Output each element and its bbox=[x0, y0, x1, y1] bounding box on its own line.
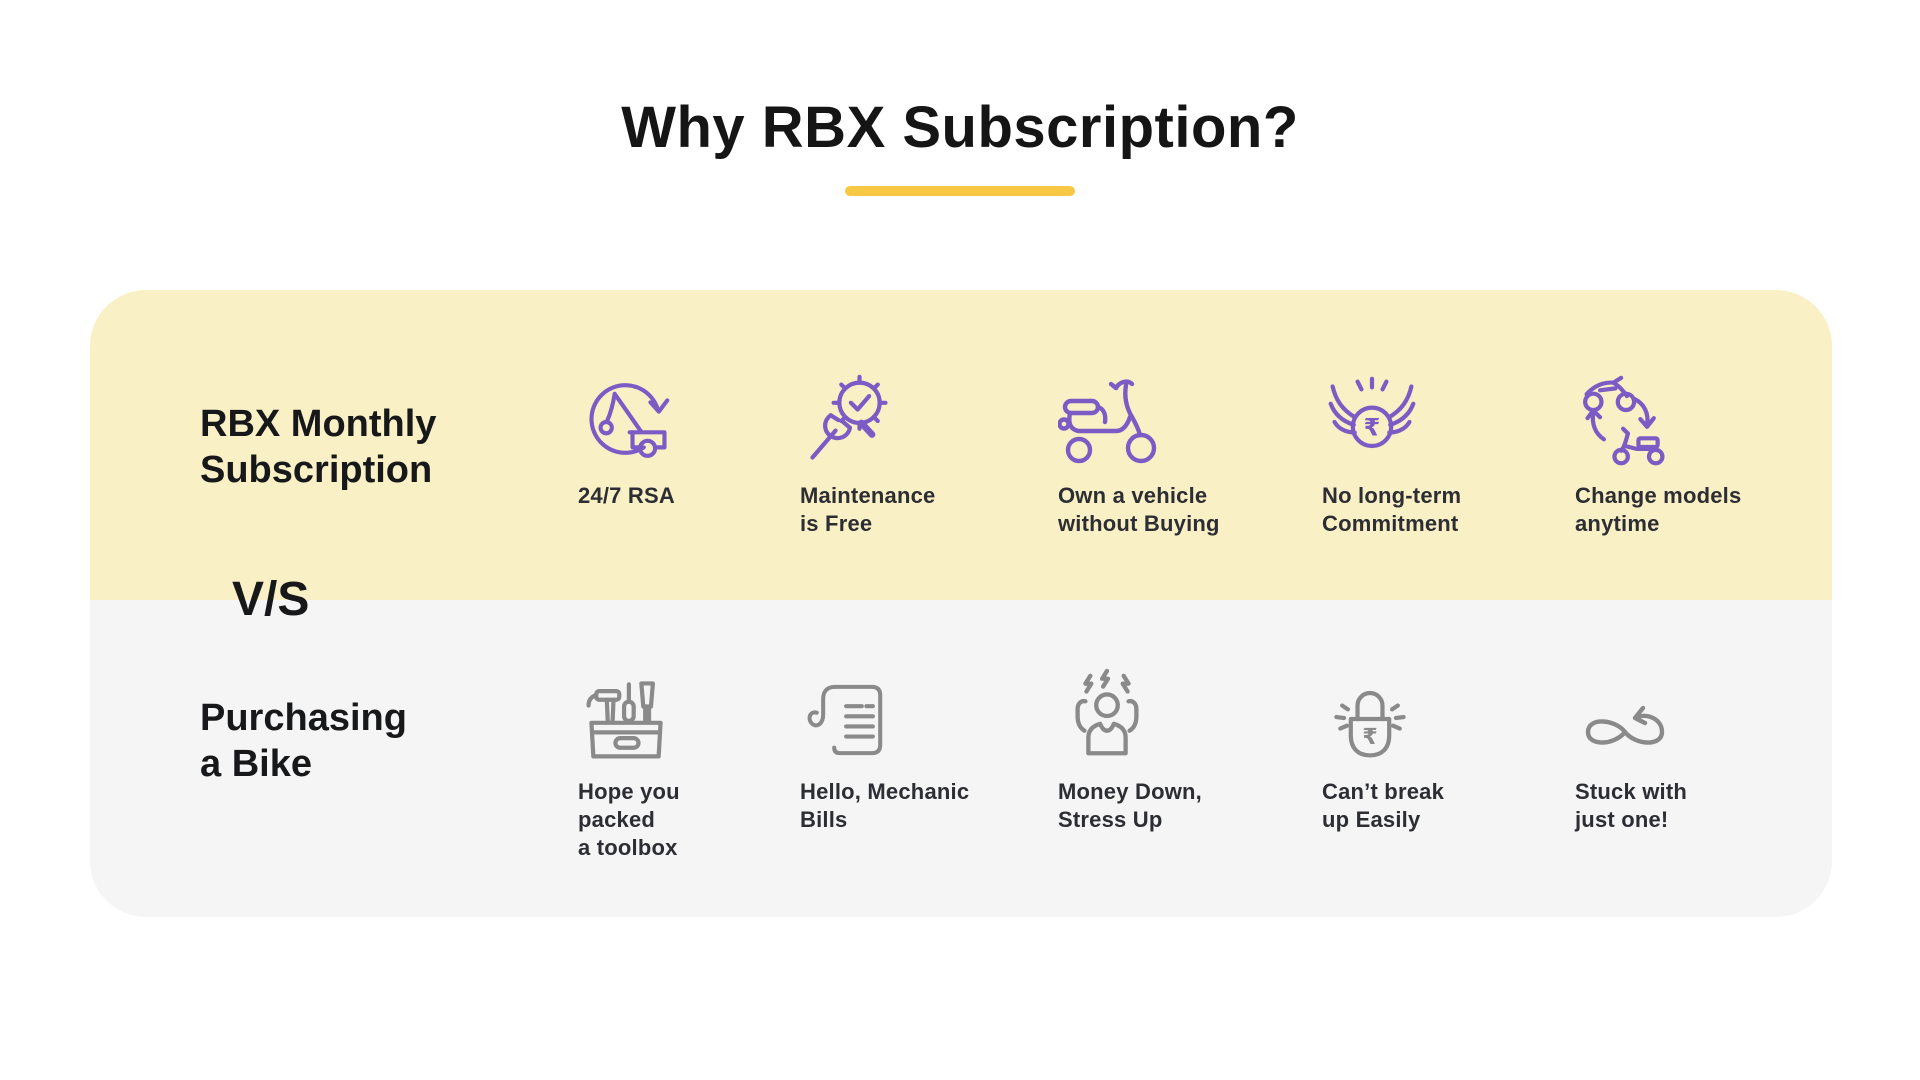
maintenance-wrench-gear-icon bbox=[800, 366, 1035, 470]
winged-rupee-icon: ₹ bbox=[1322, 366, 1557, 470]
drawback-label: Hello, Mechanic Bills bbox=[800, 779, 970, 833]
purchase-drawback-stress: Money Down, Stress Up bbox=[1058, 662, 1293, 834]
vs-label: V/S bbox=[232, 573, 310, 626]
subscription-benefit-change-models: Change models anytime bbox=[1575, 366, 1810, 538]
rupee-lock-icon: ₹ bbox=[1322, 662, 1557, 766]
model-exchange-icon bbox=[1575, 366, 1810, 470]
subscription-benefit-rsa: 24/7 RSA bbox=[578, 366, 813, 510]
purchase-drawback-bills: Hello, Mechanic Bills bbox=[800, 662, 1035, 834]
stressed-person-icon bbox=[1058, 662, 1293, 766]
subscription-row-label: RBX Monthly Subscription bbox=[200, 403, 437, 491]
subscription-benefit-maintenance: Maintenance is Free bbox=[800, 366, 1035, 538]
subscription-benefit-no-commitment: ₹ No long-term Commitment bbox=[1322, 366, 1557, 538]
infinity-loop-icon bbox=[1575, 662, 1810, 766]
benefit-label: Change models anytime bbox=[1575, 483, 1742, 537]
page-title: Why RBX Subscription? bbox=[621, 95, 1299, 160]
benefit-label: Maintenance is Free bbox=[800, 483, 936, 537]
toolbox-icon bbox=[578, 662, 813, 766]
purchase-drawback-toolbox: Hope you packed a toolbox bbox=[578, 662, 813, 862]
title-underline-accent bbox=[845, 186, 1075, 196]
purchase-row: Purchasing a Bike bbox=[90, 600, 1832, 917]
benefit-label: No long-term Commitment bbox=[1322, 483, 1462, 537]
benefit-label: Own a vehicle without Buying bbox=[1058, 483, 1220, 537]
comparison-card: RBX Monthly Subscription 24/7 RSA bbox=[90, 290, 1832, 917]
subscription-row: RBX Monthly Subscription 24/7 RSA bbox=[90, 290, 1832, 600]
subscription-benefit-own-vehicle: Own a vehicle without Buying bbox=[1058, 366, 1293, 538]
tow-truck-rsa-icon bbox=[578, 366, 813, 470]
drawback-label: Can’t break up Easily bbox=[1322, 779, 1445, 833]
drawback-label: Money Down, Stress Up bbox=[1058, 779, 1202, 833]
drawback-label: Stuck with just one! bbox=[1575, 779, 1688, 833]
purchase-drawback-stuck: Stuck with just one! bbox=[1575, 662, 1810, 834]
purchase-row-label: Purchasing a Bike bbox=[200, 697, 407, 785]
mechanic-bill-icon bbox=[800, 662, 1035, 766]
benefit-label: 24/7 RSA bbox=[578, 483, 675, 508]
purchase-drawback-locked-in: ₹ Can’t break up Easily bbox=[1322, 662, 1557, 834]
svg-text:₹: ₹ bbox=[1362, 725, 1377, 750]
scooter-icon bbox=[1058, 366, 1293, 470]
drawback-label: Hope you packed a toolbox bbox=[578, 779, 680, 861]
svg-text:₹: ₹ bbox=[1364, 413, 1381, 441]
